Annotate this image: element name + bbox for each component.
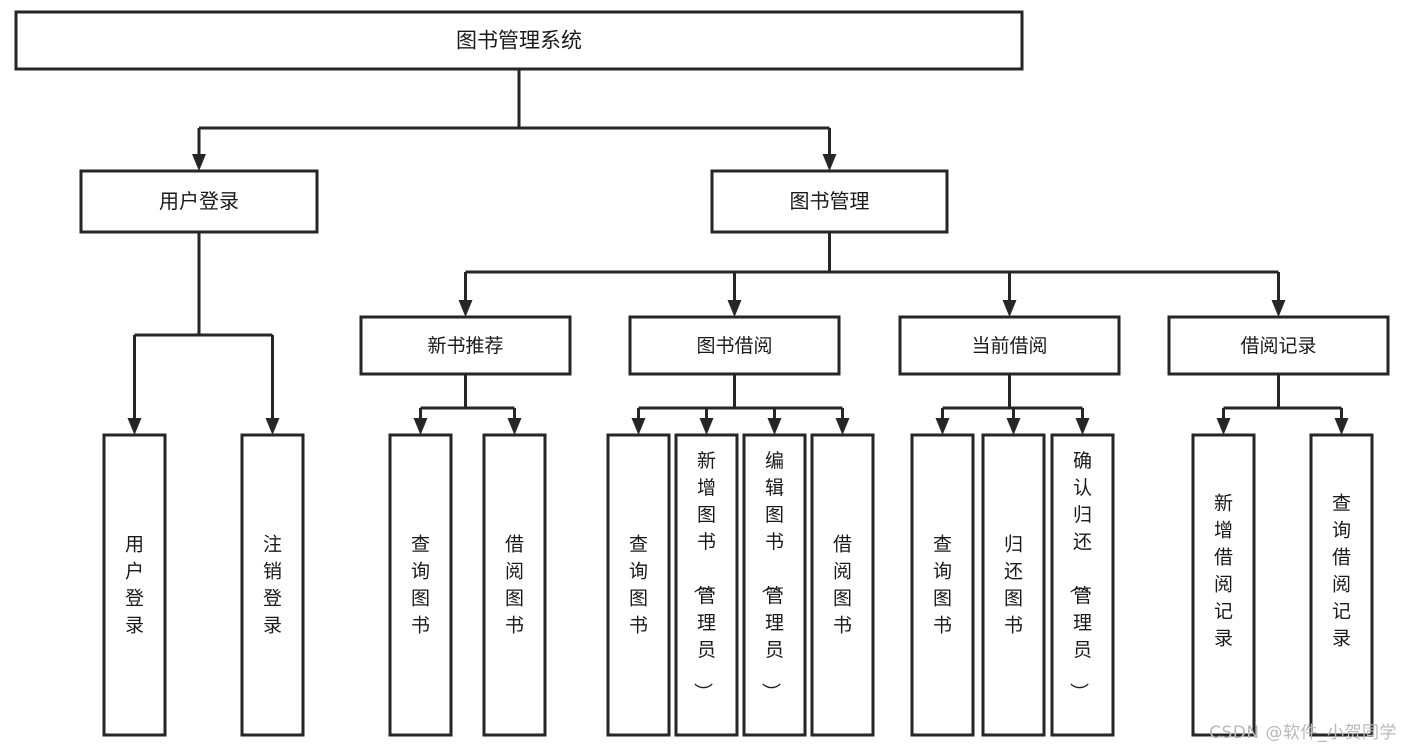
edges-root-to-level2 xyxy=(192,69,837,171)
leaf-query-book-cur[interactable]: 查询图书 xyxy=(910,433,975,737)
arrowhead-icon xyxy=(1075,418,1090,435)
leaf-logout-login-label: 注销登录 xyxy=(263,533,282,636)
arrowhead-icon xyxy=(1271,300,1286,317)
arrowhead-icon xyxy=(413,418,428,435)
node-book-management[interactable]: 图书管理 xyxy=(710,169,949,234)
edges-bookmanage-to-level3 xyxy=(458,232,1286,317)
leaf-borrow-book-label: 借阅图书 xyxy=(833,533,852,636)
arrowhead-icon xyxy=(507,418,522,435)
arrowhead-icon xyxy=(1334,418,1349,435)
node-book-borrow[interactable]: 图书借阅 xyxy=(628,315,841,376)
arrowhead-icon xyxy=(822,154,837,171)
arrowhead-icon xyxy=(935,418,950,435)
leaf-borrow-book[interactable]: 借阅图书 xyxy=(810,433,875,737)
arrowhead-icon xyxy=(1006,418,1021,435)
node-current-borrow[interactable]: 当前借阅 xyxy=(898,315,1121,376)
edges-borrowrecord-to-leaves xyxy=(1216,374,1349,435)
arrowhead-icon xyxy=(127,418,142,435)
leaf-add-book[interactable]: 新增图书（管理员） xyxy=(674,433,739,737)
leaf-query-book-rec-label: 查询图书 xyxy=(411,533,430,636)
node-root-system-label: 图书管理系统 xyxy=(456,29,582,53)
node-borrow-record-label: 借阅记录 xyxy=(1240,335,1316,357)
arrowhead-icon xyxy=(631,418,646,435)
leaf-edit-book[interactable]: 编辑图书（管理员） xyxy=(742,433,807,737)
leaf-confirm-return-label: 确认归还（管理员） xyxy=(1068,450,1092,702)
leaf-borrow-book-rec-label: 借阅图书 xyxy=(505,533,524,636)
node-borrow-record[interactable]: 借阅记录 xyxy=(1167,315,1390,376)
node-book-borrow-label: 图书借阅 xyxy=(696,335,772,357)
edges-bookborrow-to-leaves xyxy=(631,374,850,435)
leaf-query-book-rec[interactable]: 查询图书 xyxy=(388,433,453,737)
leaf-return-book-label: 归还图书 xyxy=(1004,533,1023,636)
leaf-add-book-label: 新增图书（管理员） xyxy=(692,450,716,702)
arrowhead-icon xyxy=(699,418,714,435)
leaf-borrow-book-rec[interactable]: 借阅图书 xyxy=(482,433,547,737)
arrowhead-icon xyxy=(192,154,206,171)
node-layer: 图书管理系统用户登录图书管理新书推荐图书借阅当前借阅借阅记录用户登录注销登录查询… xyxy=(14,10,1390,737)
edges-newbook-to-leaves xyxy=(413,374,522,435)
leaf-add-record[interactable]: 新增借阅记录 xyxy=(1191,433,1256,737)
leaf-add-record-label: 新增借阅记录 xyxy=(1214,492,1233,649)
leaf-query-book-borrow-label: 查询图书 xyxy=(629,533,648,636)
node-book-management-label: 图书管理 xyxy=(790,189,870,213)
leaf-user-login-label: 用户登录 xyxy=(125,533,144,636)
node-new-book-recommend-label: 新书推荐 xyxy=(427,335,503,357)
leaf-logout-login[interactable]: 注销登录 xyxy=(240,433,305,737)
arrowhead-icon xyxy=(727,300,742,317)
node-user-login-label: 用户登录 xyxy=(159,189,239,213)
edges-currentborrow-to-leaves xyxy=(935,374,1090,435)
connector-layer xyxy=(127,69,1349,435)
arrowhead-icon xyxy=(835,418,850,435)
edges-userlogin-to-leaves xyxy=(127,232,280,435)
leaf-query-record[interactable]: 查询借阅记录 xyxy=(1309,433,1374,737)
leaf-query-book-cur-label: 查询图书 xyxy=(933,533,952,636)
arrowhead-icon xyxy=(1002,300,1017,317)
arrowhead-icon xyxy=(1216,418,1231,435)
leaf-query-record-label: 查询借阅记录 xyxy=(1332,492,1351,649)
node-current-borrow-label: 当前借阅 xyxy=(971,335,1047,357)
leaf-return-book[interactable]: 归还图书 xyxy=(981,433,1046,737)
arrowhead-icon xyxy=(458,300,473,317)
watermark-text: CSDN @软件_小贺同学 xyxy=(1209,723,1397,743)
leaf-query-book-borrow[interactable]: 查询图书 xyxy=(606,433,671,737)
leaf-user-login[interactable]: 用户登录 xyxy=(102,433,167,737)
node-user-login[interactable]: 用户登录 xyxy=(79,169,319,234)
arrowhead-icon xyxy=(265,418,280,435)
arrowhead-icon xyxy=(767,418,782,435)
node-new-book-recommend[interactable]: 新书推荐 xyxy=(359,315,572,376)
leaf-edit-book-label: 编辑图书（管理员） xyxy=(760,450,784,702)
node-root-system[interactable]: 图书管理系统 xyxy=(14,10,1024,71)
leaf-confirm-return[interactable]: 确认归还（管理员） xyxy=(1050,433,1115,737)
